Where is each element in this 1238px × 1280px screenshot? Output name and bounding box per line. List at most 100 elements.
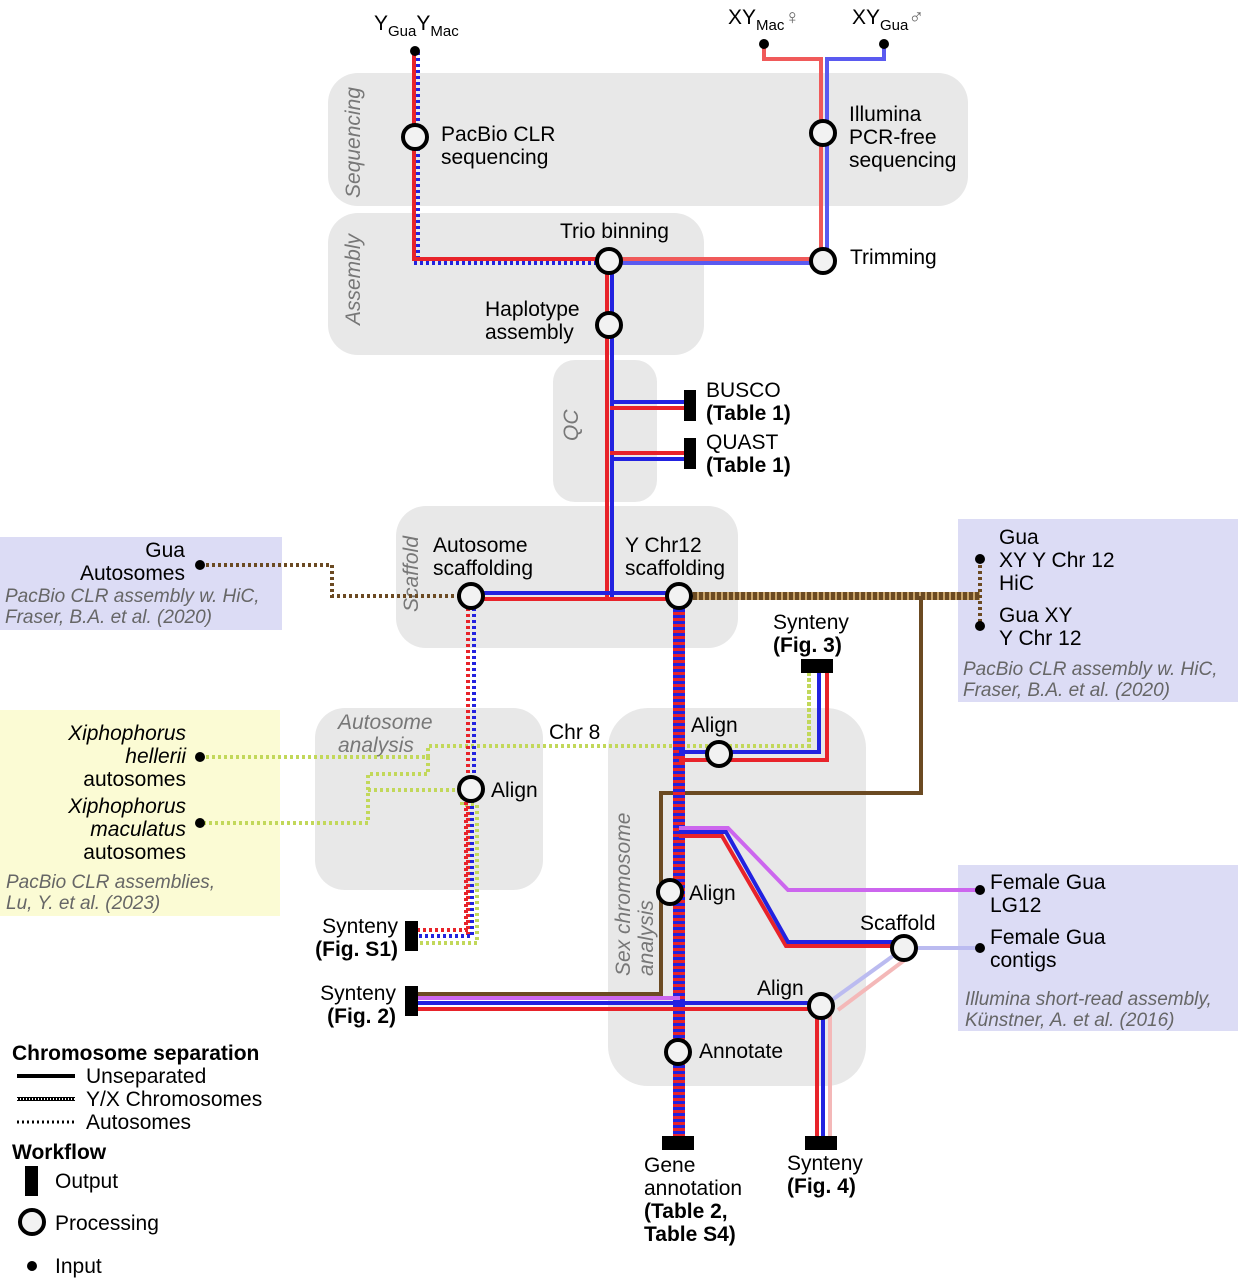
xiphophorus-citation-1: PacBio CLR assemblies, — [6, 872, 215, 893]
gua-xy-citation-2: Fraser, B.A. et al. (2020) — [963, 680, 1170, 701]
label-ychr12-scaffolding-1: Y Chr12 — [625, 534, 702, 557]
gua-autosomes-name-1: Gua — [145, 539, 185, 562]
source-box-xiphophorus — [0, 710, 280, 916]
stage-label-autosome-analysis-2: analysis — [338, 734, 414, 757]
xiphophorus-maculatus-1: Xiphophorus — [67, 795, 186, 818]
label-synteny-fig4-2: (Fig. 4) — [787, 1175, 856, 1198]
female-gua-contigs-2: contigs — [990, 949, 1057, 972]
female-gua-lg12-1: Female Gua — [990, 871, 1106, 894]
brown-lines — [200, 563, 982, 996]
label-busco-2: (Table 1) — [706, 402, 791, 425]
node-align-mid — [656, 878, 684, 906]
output-bars — [405, 390, 837, 1150]
stage-box-sex-analysis — [608, 708, 866, 1086]
label-autosome-scaffolding-2: scaffolding — [433, 557, 533, 580]
label-gene-annotation-4: Table S4) — [644, 1223, 736, 1246]
legend-input: Input — [55, 1255, 102, 1278]
output-bar-figs1 — [405, 921, 418, 951]
output-bar-fig3 — [801, 659, 833, 673]
stage-box-sequencing — [328, 73, 968, 206]
legend-autosomes: Autosomes — [86, 1111, 191, 1134]
label-trio-binning: Trio binning — [560, 220, 669, 243]
xiphophorus-maculatus-2: maculatus — [90, 818, 186, 841]
xiphophorus-citation-2: Lu, Y. et al. (2023) — [6, 893, 160, 914]
label-haplotype-1: Haplotype — [485, 298, 580, 321]
gua-xy-name-4: Gua XY — [999, 604, 1073, 627]
legend-unseparated: Unseparated — [86, 1065, 206, 1088]
stage-box-scaffold — [396, 506, 738, 648]
gua-xy-citation-1: PacBio CLR assembly w. HiC, — [963, 659, 1217, 680]
label-align-autosome: Align — [491, 779, 538, 802]
node-haplotype — [595, 311, 623, 339]
source-box-gua-autosomes — [0, 537, 282, 630]
node-trimming — [809, 247, 837, 275]
gua-xy-name-5: Y Chr 12 — [999, 627, 1082, 650]
output-bar-busco — [684, 390, 696, 421]
gua-autosomes-citation-1: PacBio CLR assembly w. HiC, — [5, 586, 259, 607]
stage-label-scaffold: Scaffold — [400, 535, 423, 612]
label-synteny-fig2-2: (Fig. 2) — [327, 1005, 396, 1028]
label-illumina-1: Illumina — [849, 103, 922, 126]
source-box-female-gua — [958, 865, 1238, 1031]
legend-output: Output — [55, 1170, 118, 1193]
node-autosome-scaffolding — [457, 582, 485, 610]
xiphophorus-hellerii-3: autosomes — [83, 768, 186, 791]
gua-xy-name-2: XY Y Chr 12 — [999, 549, 1115, 572]
label-illumina-2: PCR-free — [849, 126, 937, 149]
main-lines — [412, 44, 980, 1144]
output-bar-quast — [684, 438, 696, 469]
node-illumina — [809, 119, 837, 147]
label-pacbio-2: sequencing — [441, 146, 548, 169]
label-ychr12-scaffolding-2: scaffolding — [625, 557, 725, 580]
label-illumina-3: sequencing — [849, 149, 956, 172]
label-chr8: Chr 8 — [549, 721, 600, 744]
input-label-yy: YGuaYMac — [374, 12, 459, 40]
xiphophorus-hellerii-2: hellerii — [125, 745, 187, 768]
stage-label-assembly: Assembly — [342, 232, 365, 327]
node-align-top — [705, 740, 733, 768]
gua-xy-name-1: Gua — [999, 526, 1039, 549]
label-align-top: Align — [691, 714, 738, 737]
female-gua-lg12-2: LG12 — [990, 894, 1041, 917]
legend-yx: Y/X Chromosomes — [86, 1088, 262, 1111]
legend-processing: Processing — [55, 1212, 159, 1235]
female-gua-citation-2: Künstner, A. et al. (2016) — [965, 1010, 1174, 1031]
legend-input-icon — [27, 1261, 37, 1271]
input-label-xy-mac: XYMac♀ — [728, 6, 800, 34]
stage-label-qc: QC — [560, 409, 583, 441]
stage-box-autosome-analysis — [315, 708, 543, 890]
lime-lines — [200, 660, 811, 945]
label-trimming: Trimming — [850, 246, 937, 269]
label-gene-annotation-3: (Table 2, — [644, 1200, 728, 1223]
node-annotate — [664, 1038, 692, 1066]
label-synteny-fig3-2: (Fig. 3) — [773, 634, 842, 657]
legend: Chromosome separation Unseparated Y/X Ch… — [12, 1042, 262, 1278]
legend-workflow-title: Workflow — [12, 1141, 107, 1164]
label-synteny-fig2-1: Synteny — [320, 982, 396, 1005]
node-align-autosome — [457, 775, 485, 803]
output-bar-fig2 — [405, 986, 418, 1016]
label-synteny-fig4-1: Synteny — [787, 1152, 863, 1175]
stage-label-sequencing: Sequencing — [342, 87, 365, 198]
node-scaffold — [890, 934, 918, 962]
input-label-xy-gua: XYGua♂ — [852, 6, 924, 34]
gua-autosomes-name-2: Autosomes — [80, 562, 185, 585]
input-dots — [195, 39, 985, 953]
label-align-low: Align — [757, 977, 804, 1000]
female-gua-contigs-1: Female Gua — [990, 926, 1106, 949]
stage-label-sex-analysis-1: Sex chromosome — [612, 813, 635, 976]
output-bar-fig4 — [805, 1136, 837, 1150]
gua-autosomes-citation-2: Fraser, B.A. et al. (2020) — [5, 607, 212, 628]
label-quast-2: (Table 1) — [706, 454, 791, 477]
label-gene-annotation-1: Gene — [644, 1154, 695, 1177]
label-synteny-figs1-2: (Fig. S1) — [315, 938, 398, 961]
stage-label-autosome-analysis-1: Autosome — [336, 711, 433, 734]
gua-xy-name-3: HiC — [999, 572, 1034, 595]
node-ychr12-scaffolding — [665, 582, 693, 610]
xiphophorus-maculatus-3: autosomes — [83, 841, 186, 864]
label-haplotype-2: assembly — [485, 321, 574, 344]
source-box-gua-xy — [958, 519, 1238, 702]
label-pacbio-1: PacBio CLR — [441, 123, 555, 146]
label-align-mid: Align — [689, 882, 736, 905]
